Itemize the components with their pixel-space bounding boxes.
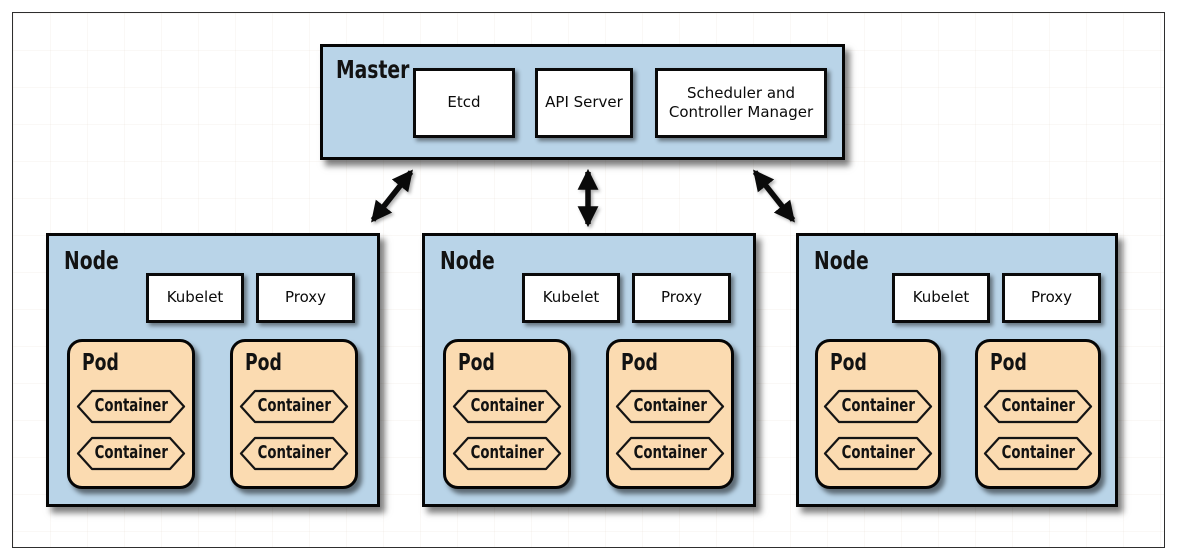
api-server-label: API Server — [545, 93, 623, 112]
kubelet-label: Kubelet — [166, 288, 224, 307]
container-hexagon-icon — [76, 436, 186, 471]
container-hexagon-icon — [615, 436, 725, 471]
proxy-label: Proxy — [284, 288, 327, 307]
container-label: Container — [94, 442, 168, 463]
node-box-3: Node Kubelet Proxy Pod Container Contain… — [796, 233, 1118, 507]
container-hexagon-icon — [239, 436, 349, 471]
kubelet-label: Kubelet — [542, 288, 600, 307]
container-hex: Container — [76, 436, 186, 471]
container-hex: Container — [823, 389, 933, 424]
container-hex: Container — [615, 436, 725, 471]
pod-label: Pod — [458, 350, 495, 376]
etcd-label: Etcd — [447, 93, 481, 112]
node-box-1: Node Kubelet Proxy Pod Container Contain… — [46, 233, 380, 507]
node-1-pod-box-2: Pod Container Container — [230, 339, 358, 489]
node-3-label: Node — [814, 246, 869, 275]
scheduler-controller-manager-label: Scheduler and Controller Manager — [668, 83, 814, 122]
container-label: Container — [841, 442, 915, 463]
container-hex: Container — [983, 436, 1093, 471]
container-label: Container — [470, 442, 544, 463]
container-hex: Container — [983, 389, 1093, 424]
container-hex: Container — [615, 389, 725, 424]
container-hexagon-icon — [983, 389, 1093, 424]
pod-label: Pod — [830, 350, 867, 376]
container-label: Container — [94, 395, 168, 416]
etcd-box: Etcd — [413, 68, 515, 138]
container-hexagon-icon — [823, 436, 933, 471]
container-hexagon-icon — [823, 389, 933, 424]
container-label: Container — [633, 395, 707, 416]
container-hex: Container — [239, 436, 349, 471]
node-box-2: Node Kubelet Proxy Pod Container Contain… — [422, 233, 756, 507]
kubelet-label: Kubelet — [912, 288, 970, 307]
node-3-kubelet-box: Kubelet — [892, 273, 990, 323]
node-1-proxy-box: Proxy — [256, 273, 355, 323]
container-hex: Container — [239, 389, 349, 424]
node-2-pod-box-1: Pod Container Container — [443, 339, 571, 489]
node-1-label: Node — [64, 246, 119, 275]
node-3-pod-box-2: Pod Container Container — [975, 339, 1101, 489]
proxy-label: Proxy — [660, 288, 703, 307]
pod-label: Pod — [82, 350, 119, 376]
master-label: Master — [336, 55, 410, 84]
node-1-pod-box-1: Pod Container Container — [67, 339, 195, 489]
node-1-kubelet-box: Kubelet — [146, 273, 244, 323]
container-hexagon-icon — [615, 389, 725, 424]
container-label: Container — [257, 395, 331, 416]
node-2-proxy-box: Proxy — [632, 273, 731, 323]
master-box: Master Etcd API Server Scheduler and Con… — [320, 44, 845, 160]
container-label: Container — [841, 395, 915, 416]
container-hex: Container — [452, 389, 562, 424]
container-label: Container — [470, 395, 544, 416]
pod-label: Pod — [621, 350, 658, 376]
container-hexagon-icon — [452, 436, 562, 471]
container-label: Container — [1001, 395, 1075, 416]
node-2-kubelet-box: Kubelet — [522, 273, 620, 323]
proxy-label: Proxy — [1030, 288, 1073, 307]
container-hex: Container — [76, 389, 186, 424]
scheduler-controller-manager-box: Scheduler and Controller Manager — [655, 68, 827, 138]
node-2-pod-box-2: Pod Container Container — [606, 339, 734, 489]
container-hexagon-icon — [239, 389, 349, 424]
container-label: Container — [257, 442, 331, 463]
container-label: Container — [1001, 442, 1075, 463]
container-hexagon-icon — [983, 436, 1093, 471]
node-3-pod-box-1: Pod Container Container — [815, 339, 941, 489]
pod-label: Pod — [990, 350, 1027, 376]
api-server-box: API Server — [535, 68, 633, 138]
container-label: Container — [633, 442, 707, 463]
container-hexagon-icon — [452, 389, 562, 424]
container-hex: Container — [823, 436, 933, 471]
pod-label: Pod — [245, 350, 282, 376]
node-2-label: Node — [440, 246, 495, 275]
container-hexagon-icon — [76, 389, 186, 424]
container-hex: Container — [452, 436, 562, 471]
node-3-proxy-box: Proxy — [1002, 273, 1101, 323]
